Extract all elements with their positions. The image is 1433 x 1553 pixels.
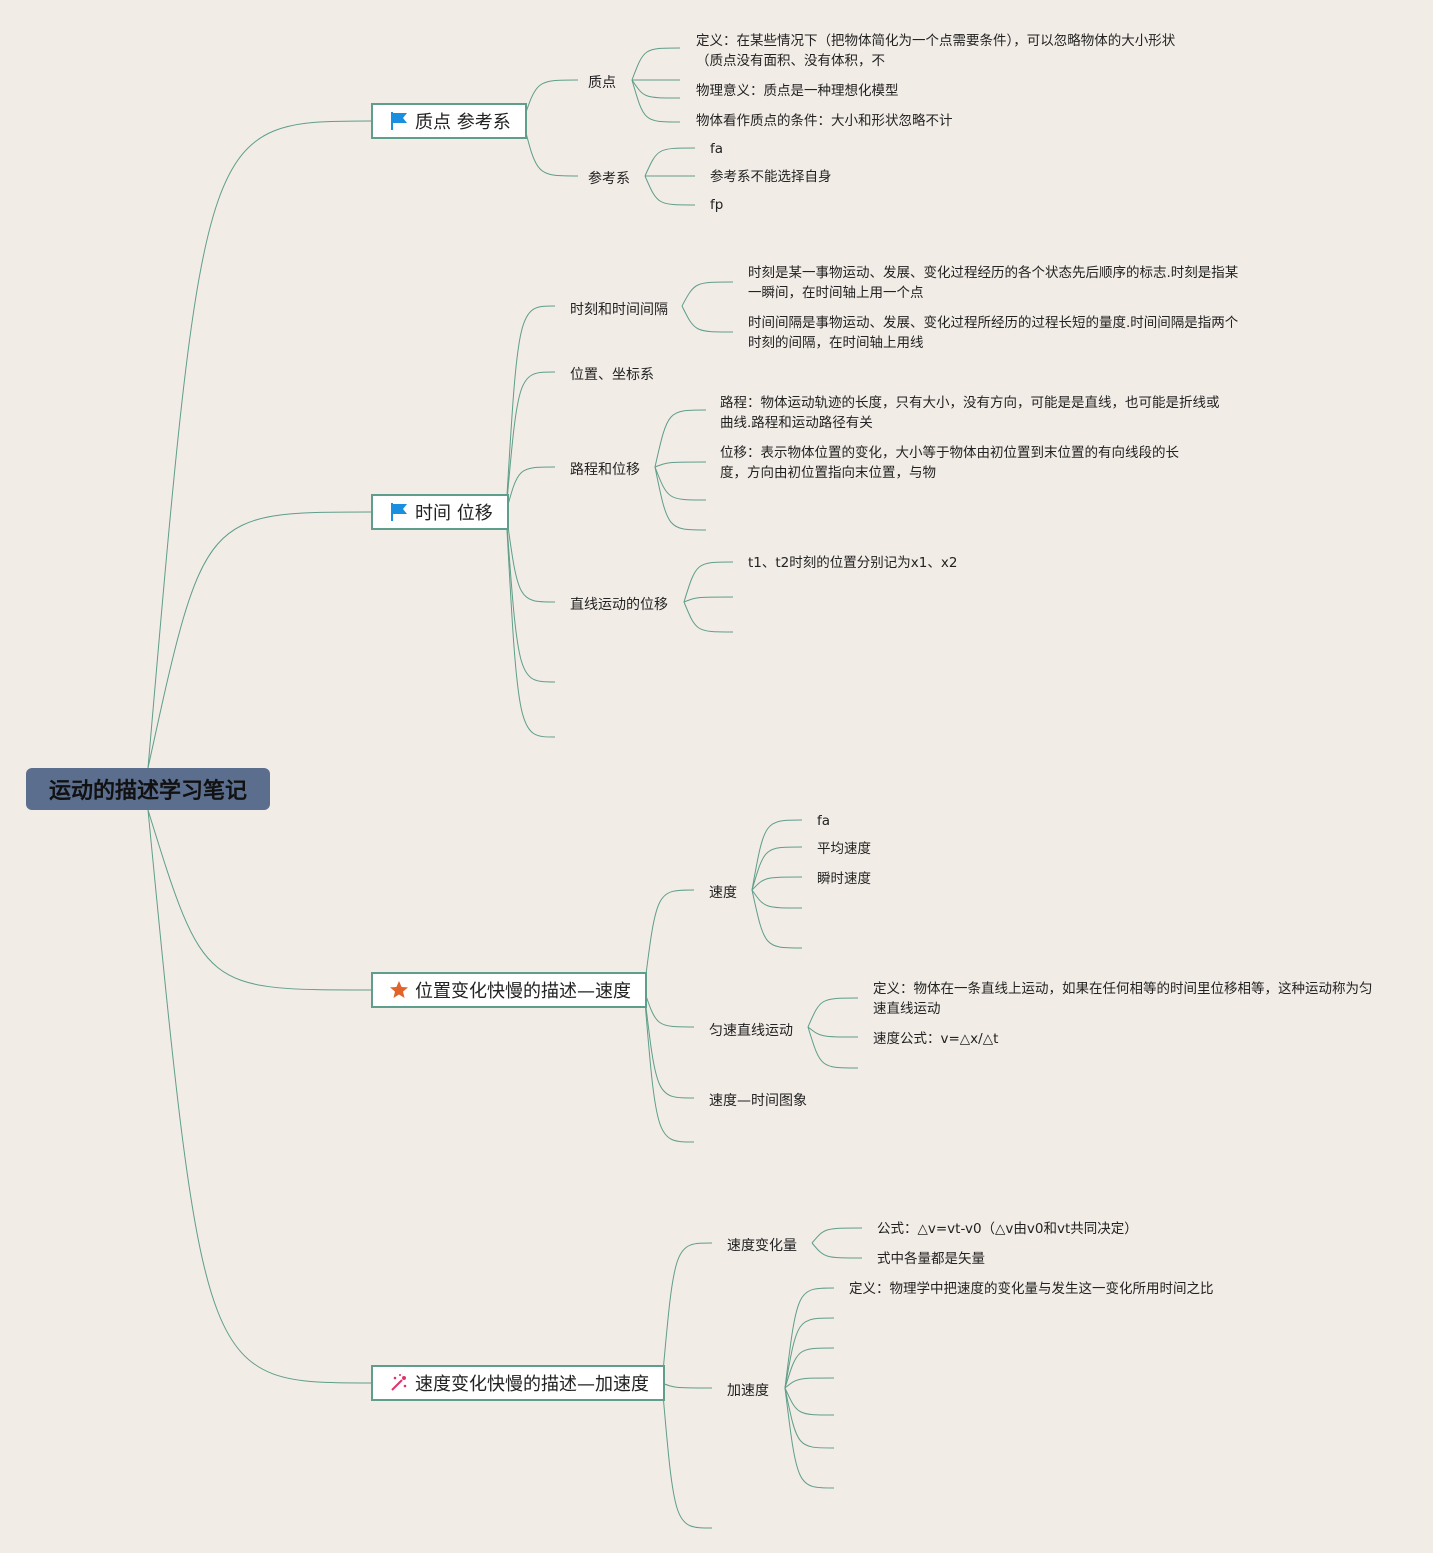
connector	[505, 305, 556, 513]
connector	[631, 79, 681, 123]
leaf-yunsu-definition: 定义：物体在一条直线上运动，如果在任何相等的时间里位移相等，这种运动称为匀速直线…	[873, 981, 1373, 1017]
sub-jiasudu[interactable]: 加速度	[727, 1383, 769, 1399]
sub-sudu[interactable]: 速度	[709, 885, 737, 901]
connector	[643, 989, 695, 1099]
leaf-sudu-formula: 速度公式：v=△x/△t	[873, 1031, 999, 1047]
connector	[751, 819, 803, 891]
leaf-zhidian-meaning: 物理意义：质点是一种理想化模型	[696, 83, 899, 99]
root-node[interactable]: 运动的描述学习笔记	[26, 768, 270, 810]
connector	[683, 561, 734, 603]
connector	[643, 989, 695, 1143]
connector	[751, 846, 803, 891]
connector	[654, 409, 707, 468]
leaf-zhidian-condition: 物体看作质点的条件：大小和形状忽略不计	[696, 113, 953, 129]
connector	[654, 461, 707, 468]
sub-yunsu-zhixian[interactable]: 匀速直线运动	[709, 1023, 793, 1039]
leaf-lucheng: 路程：物体运动轨迹的长度，只有大小，没有方向，可能是是直线，也可能是折线或曲线.…	[720, 395, 1220, 431]
connector	[784, 1387, 835, 1489]
connector	[784, 1377, 835, 1389]
connector	[505, 466, 556, 513]
connector	[147, 809, 372, 1384]
connector	[644, 147, 696, 177]
connector	[654, 466, 707, 501]
leaf-cankaoxi-fa: fa	[710, 141, 724, 157]
leaf-zhidian-definition: 定义：在某些情况下（把物体简化为一个点需要条件），可以忽略物体的大小形状（质点没…	[696, 33, 1176, 69]
topic-shijian-weiyi[interactable]: 时间 位移	[371, 494, 509, 530]
connector	[751, 876, 803, 891]
connector	[811, 1242, 863, 1259]
connector	[505, 371, 556, 513]
connector	[505, 511, 556, 603]
connector	[683, 601, 734, 633]
connector	[681, 305, 734, 333]
flag-icon	[389, 111, 409, 131]
connector	[654, 466, 707, 531]
leaf-pingjun-sudu: 平均速度	[817, 841, 871, 857]
topic-sudu[interactable]: 位置变化快慢的描述—速度	[371, 972, 647, 1008]
connector	[784, 1387, 835, 1416]
connector	[505, 511, 556, 738]
connector	[522, 79, 579, 122]
sparkle-icon	[389, 1373, 409, 1393]
connector	[807, 997, 859, 1028]
connector	[807, 1026, 859, 1038]
connector	[751, 889, 803, 949]
leaf-shunshi-sudu: 瞬时速度	[817, 871, 871, 887]
connector	[784, 1317, 835, 1389]
sub-cankaoxi[interactable]: 参考系	[588, 171, 630, 187]
leaf-jiasudu-definition: 定义：物理学中把速度的变化量与发生这一变化所用时间之比	[849, 1281, 1214, 1297]
connector	[661, 1242, 713, 1384]
topic-jiasudu[interactable]: 速度变化快慢的描述—加速度	[371, 1365, 665, 1401]
connector	[643, 989, 695, 1028]
leaf-delta-v-formula: 公式：△v=vt-v0（△v由v0和vt共同决定）	[877, 1221, 1138, 1237]
connector	[631, 79, 681, 99]
connector	[505, 511, 556, 683]
leaf-shijianjiange: 时间间隔是事物运动、发展、变化过程所经历的过程长短的量度.时间间隔是指两个时刻的…	[748, 315, 1239, 351]
leaf-cankaoxi-self: 参考系不能选择自身	[710, 169, 832, 185]
leaf-t1t2: t1、t2时刻的位置分别记为x1、x2	[748, 555, 958, 571]
leaf-sudu-fa: fa	[817, 813, 831, 829]
connector	[807, 1026, 859, 1069]
connector	[147, 120, 372, 769]
connector	[681, 281, 734, 307]
connector	[811, 1227, 863, 1244]
connector	[522, 120, 579, 177]
connector	[661, 1382, 713, 1529]
connector	[147, 511, 372, 769]
connector	[147, 809, 372, 991]
connector	[683, 596, 734, 603]
connector	[644, 175, 696, 206]
connector	[661, 1382, 713, 1389]
connector	[751, 889, 803, 909]
sub-sudu-shijian-tuxiang[interactable]: 速度—时间图象	[709, 1093, 807, 1109]
connector	[784, 1387, 835, 1449]
connector	[631, 47, 681, 81]
star-icon	[389, 980, 409, 1000]
leaf-cankaoxi-fp: fp	[710, 197, 724, 213]
connector	[784, 1347, 835, 1389]
leaf-shike: 时刻是某一事物运动、发展、变化过程经历的各个状态先后顺序的标志.时刻是指某一瞬间…	[748, 265, 1239, 301]
connector	[643, 889, 695, 991]
topic-zhidian-cankaoxi[interactable]: 质点 参考系	[371, 103, 527, 139]
connector	[784, 1287, 835, 1389]
sub-zhixian-weiyi[interactable]: 直线运动的位移	[570, 597, 668, 613]
leaf-weiyi: 位移：表示物体位置的变化，大小等于物体由初位置到末位置的有向线段的长度，方向由初…	[720, 445, 1179, 481]
leaf-shiliang: 式中各量都是矢量	[877, 1251, 985, 1267]
sub-weizhi-zuobiaoxi[interactable]: 位置、坐标系	[570, 367, 654, 383]
sub-zhidian[interactable]: 质点	[588, 75, 616, 91]
sub-lucheng-weiyi[interactable]: 路程和位移	[570, 462, 640, 478]
sub-sudu-bianhualiang[interactable]: 速度变化量	[727, 1238, 797, 1254]
flag-icon	[389, 502, 409, 522]
sub-shike-shijianjiange[interactable]: 时刻和时间间隔	[570, 302, 668, 318]
